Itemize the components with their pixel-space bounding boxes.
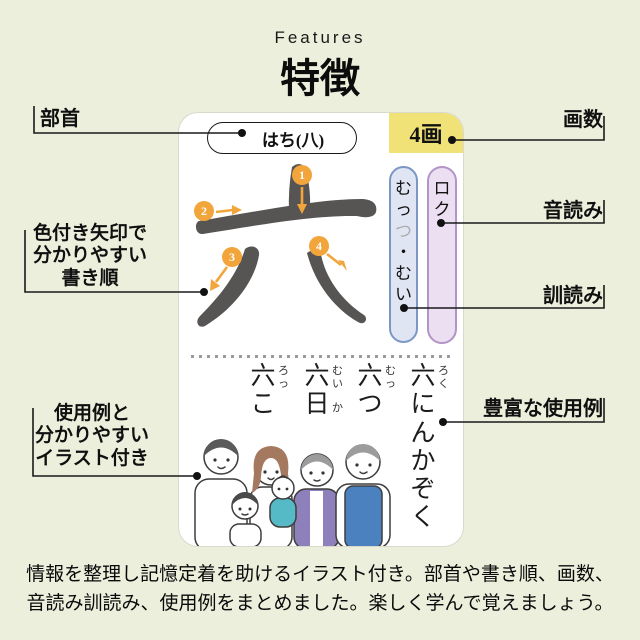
label-stroke-order-line3: 書き順	[61, 267, 119, 289]
label-on-reading: 音読み	[543, 200, 603, 222]
stroke-order-arrows	[210, 187, 347, 291]
stroke-number-1: 1	[299, 168, 305, 182]
footer-description: 情報を整理し記憶定着を助けるイラスト付き。部首や書き順、画数、 音読み訓読み、使…	[0, 561, 640, 618]
usage-example-1-furigana: ろく	[438, 365, 449, 390]
eyebrow-text: Features	[274, 28, 366, 47]
label-radical: 部首	[40, 108, 80, 130]
usage-example-2-furigana: むっ	[385, 365, 396, 390]
usage-example-1: 六にんかぞく	[410, 363, 436, 532]
usage-example-3-furigana-2: か	[332, 402, 343, 414]
stroke-count-badge: 4画	[389, 113, 463, 153]
label-stroke-order-line2: 分かりやすい	[32, 245, 147, 267]
stroke-number-3: 3	[229, 250, 235, 264]
kun-reading-okurigana: つ	[395, 221, 412, 241]
label-illustration: 使用例と 分かりやすい イラスト付き	[28, 403, 156, 470]
usage-example-4-furigana: ろっ	[278, 365, 289, 390]
label-rich-examples: 豊富な使用例	[483, 398, 603, 420]
kun-reading-lead: むっ	[395, 179, 412, 220]
family-illustration	[194, 439, 391, 546]
page-title: 特徴	[280, 57, 360, 101]
stroke-number-4: 4	[316, 239, 322, 253]
footer-line2: 音読み訓読み、使用例をまとめました。楽しく学んで覚えましょう。	[26, 592, 614, 614]
on-reading-text: ロク	[433, 179, 451, 220]
kun-reading-pill: むっつ・むい	[389, 166, 418, 343]
label-illustration-line3: イラスト付き	[35, 447, 149, 469]
kun-reading-rest: ・むい	[395, 242, 412, 305]
kanji-flashcard: はち(八) 4画 六	[178, 112, 464, 547]
dotted-divider	[191, 355, 451, 358]
radical-badge: はち(八)	[207, 122, 357, 154]
label-illustration-line1: 使用例と	[53, 403, 130, 424]
stroke-number-2: 2	[201, 204, 207, 218]
label-kun-reading: 訓読み	[543, 285, 603, 307]
label-stroke-order-line1: 色付き矢印で	[32, 223, 147, 244]
usage-example-3-furigana: むい	[332, 365, 343, 390]
usage-example-2: 六つ	[357, 363, 383, 419]
stroke-order-markers: 1 2 3 4	[194, 165, 329, 267]
stroke-count-label: 4画	[409, 122, 443, 147]
label-stroke-order: 色付き矢印で 分かりやすい 書き順	[28, 223, 152, 290]
label-stroke-count: 画数	[563, 109, 603, 131]
footer-line1: 情報を整理し記憶定着を助けるイラスト付き。部首や書き順、画数、	[26, 564, 614, 585]
radical-badge-label: はち(八)	[261, 130, 325, 150]
label-illustration-line2: 分かりやすい	[34, 425, 149, 447]
usage-example-3: 六日	[304, 363, 330, 419]
kanji-strokes	[195, 164, 377, 327]
kun-reading-text: むっつ・むい	[391, 178, 416, 306]
on-reading-pill: ロク	[427, 166, 457, 344]
kanji-glyph: 六 1 2 3 4	[194, 164, 377, 327]
usage-example-4: 六こ	[250, 363, 276, 419]
